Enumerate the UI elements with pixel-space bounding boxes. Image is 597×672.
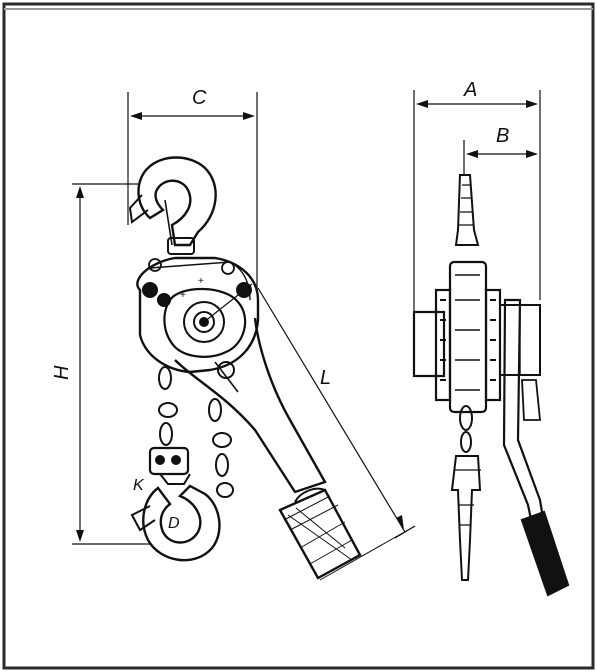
label-a: A — [463, 79, 477, 101]
bottom-hook-block — [148, 446, 190, 476]
label-b: B — [496, 125, 509, 147]
load-chain — [158, 366, 234, 498]
bottom-hook — [142, 484, 221, 562]
front-view-hoist: + + — [72, 92, 416, 581]
lever-grip — [278, 488, 362, 580]
label-h: H — [51, 365, 73, 380]
rotor-gear — [163, 287, 247, 358]
side-bottom-hook — [450, 455, 482, 581]
svg-text:+: + — [180, 290, 186, 301]
top-hook — [137, 156, 217, 247]
svg-text:+: + — [198, 276, 204, 287]
label-l: L — [320, 367, 331, 389]
side-top-hook — [454, 174, 480, 246]
side-view-hoist — [412, 90, 570, 597]
lever-arm — [174, 317, 327, 494]
label-k: K — [133, 477, 145, 494]
side-load-chain — [459, 405, 473, 453]
side-grip — [520, 510, 570, 597]
dimension-line-l — [257, 287, 406, 533]
label-d: D — [168, 515, 180, 532]
side-body — [412, 310, 446, 378]
label-c: C — [192, 87, 207, 109]
